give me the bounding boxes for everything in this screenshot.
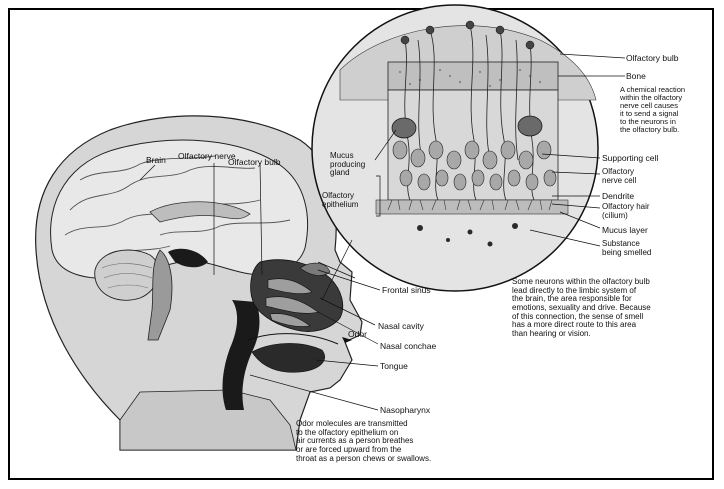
label-olfactory-bulb-magnified: Olfactory bulb: [626, 54, 678, 63]
label-substance: Substance being smelled: [602, 240, 651, 257]
label-supporting-cell: Supporting cell: [602, 154, 658, 163]
label-nasopharynx: Nasopharynx: [380, 406, 430, 415]
mucus-layer: [376, 200, 568, 214]
note-limbic-system: Some neurons within the olfactory bulb l…: [512, 278, 651, 338]
label-olfactory-bulb: Olfactory bulb: [228, 158, 280, 167]
label-olfactory-nerve-cell: Olfactory nerve cell: [602, 168, 636, 185]
label-nasal-conchae: Nasal conchae: [380, 342, 436, 351]
label-bone: Bone: [626, 72, 646, 81]
label-mucus-layer: Mucus layer: [602, 226, 648, 235]
label-olfactory-nerve: Olfactory nerve: [178, 152, 236, 161]
label-frontal-sinus: Frontal sinus: [382, 286, 431, 295]
label-tongue: Tongue: [380, 362, 408, 371]
label-olfactory-hair: Olfactory hair (cilium): [602, 203, 650, 220]
label-dendrite: Dendrite: [602, 192, 634, 201]
label-nasal-cavity: Nasal cavity: [378, 322, 424, 331]
label-mucus-gland: Mucus producing gland: [330, 152, 365, 178]
label-chemical-reaction: A chemical reaction within the olfactory…: [620, 86, 685, 135]
label-olfactory-epithelium: Olfactory epithelium: [322, 192, 358, 209]
label-brain: Brain: [146, 156, 166, 165]
cerebellum: [95, 250, 159, 300]
label-odor: Odor: [348, 330, 367, 339]
note-odor-molecules: Odor molecules are transmitted to the ol…: [296, 420, 431, 463]
